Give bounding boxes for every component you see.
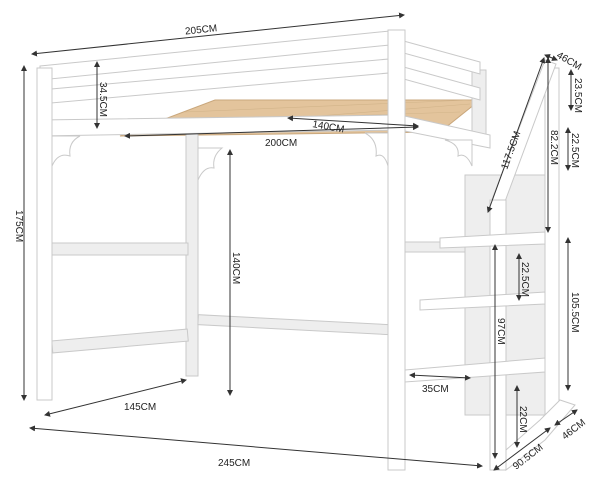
label-mattress-length: 200CM	[265, 138, 297, 149]
label-stair-rail-top-gap: 23.5CM	[572, 78, 583, 113]
front-right-post	[387, 29, 406, 471]
back-right-post	[471, 69, 487, 141]
label-stair-front-height: 97CM	[495, 318, 506, 345]
label-overall-length-bottom: 245CM	[218, 458, 250, 469]
bed-frame	[36, 29, 576, 472]
step-1	[439, 231, 546, 249]
label-bottom-step-height: 22CM	[517, 406, 528, 433]
label-overall-height: 175CM	[13, 210, 24, 242]
label-overall-width: 145CM	[124, 402, 156, 413]
label-under-bed-clearance: 140CM	[230, 252, 241, 284]
step-2	[419, 291, 546, 311]
label-step-spacing: 22.5CM	[519, 262, 530, 297]
label-step-depth: 35CM	[422, 384, 449, 395]
label-stair-width: 46CM	[560, 417, 588, 442]
label-stair-height: 105.5CM	[569, 292, 580, 333]
label-stair-rail-lower-gap: 22.5CM	[569, 133, 580, 168]
dimension-lines	[21, 12, 578, 471]
label-guardrail-height: 34.5CM	[97, 82, 108, 117]
label-overall-length-top: 205CM	[185, 23, 218, 37]
label-stair-post-height: 82.2CM	[548, 130, 559, 165]
front-left-post	[36, 67, 53, 401]
